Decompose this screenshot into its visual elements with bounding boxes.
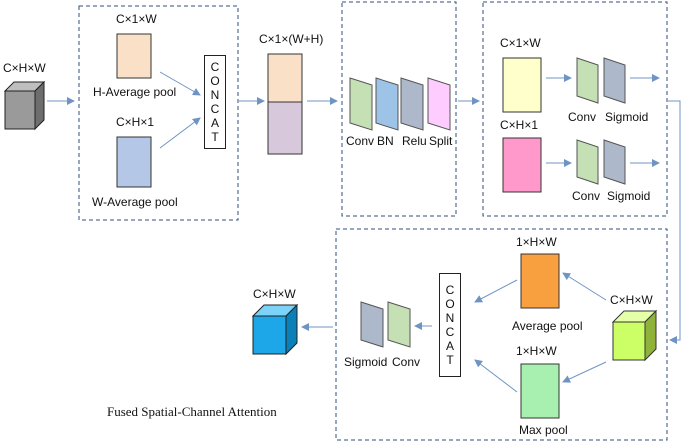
branch-top-sigmoid-shape [603, 57, 626, 104]
branch-top-conv-shape [576, 57, 599, 104]
concat-feature-top [267, 53, 303, 103]
pool-block-border [78, 5, 239, 221]
max-pool-map [520, 363, 560, 419]
h-pool-dim-label: C×1×W [116, 12, 157, 26]
h-average-pool-map [116, 33, 152, 79]
output-dim-label: C×H×W [253, 287, 296, 301]
output-cube [251, 303, 299, 356]
average-pool-label: Average pool [512, 319, 583, 333]
spatial-input-dim-label: C×H×W [610, 293, 653, 307]
spatial-conv-shape [387, 301, 411, 348]
concat-letter: O [445, 297, 455, 311]
concat-letter: N [445, 311, 455, 325]
bn-label: BN [377, 134, 394, 148]
branch-bottom-map [502, 137, 542, 193]
average-pool-map [520, 253, 560, 309]
input-dim-label: C×H×W [3, 61, 46, 75]
conv-block-border [341, 1, 457, 217]
spatial-conv-label: Conv [392, 355, 421, 369]
branch-bottom-conv-label: Conv [572, 189, 601, 203]
branch-bottom-sigmoid-shape [603, 139, 626, 185]
branch-bottom-sigmoid-label: Sigmoid [607, 189, 651, 203]
branch-top-map [502, 57, 542, 113]
concat-box-2: C O N C A T [439, 273, 461, 377]
concat-letter: T [446, 353, 454, 367]
concat-letter: C [445, 325, 455, 339]
w-average-pool-map [116, 136, 152, 188]
concat-box-1: C O N C A T [204, 55, 226, 149]
branch-bottom-dim-label: C×H×1 [500, 118, 539, 132]
figure-caption: Fused Spatial-Channel Attention [107, 404, 277, 419]
relu-label: Relu [402, 134, 427, 148]
flow-arrows [47, 71, 681, 393]
conv-layer-shape [349, 77, 373, 131]
conv-label: Conv [346, 134, 375, 148]
concat-letter: N [210, 88, 220, 102]
split-label: Split [429, 134, 453, 148]
concat-letter: C [210, 102, 220, 116]
max-pool-dim-label: 1×H×W [516, 344, 557, 358]
concat-letter: O [210, 74, 220, 88]
relu-layer-shape [400, 77, 424, 131]
branch-top-dim-label: C×1×W [500, 36, 541, 50]
branch-top-conv-label: Conv [568, 110, 597, 124]
concat-feature-bottom [267, 101, 303, 155]
split-layer-shape [427, 77, 451, 131]
concat-letter: C [210, 60, 220, 74]
spatial-sigmoid-shape [360, 301, 384, 348]
concat-letter: A [445, 339, 454, 353]
concat-letter: T [211, 130, 219, 144]
max-pool-label: Max pool [519, 423, 568, 437]
w-pool-dim-label: C×H×1 [116, 115, 155, 129]
concat-letter: A [210, 116, 219, 130]
branch-bottom-conv-shape [576, 139, 599, 185]
h-average-pool-label: H-Average pool [93, 85, 177, 99]
bn-layer-shape [375, 77, 399, 131]
avg-pool-dim-label: 1×H×W [516, 235, 557, 249]
input-cube [3, 80, 46, 131]
w-average-pool-label: W-Average pool [92, 195, 178, 209]
spatial-input-cube [611, 309, 658, 362]
branch-block-border [482, 1, 668, 217]
concat-letter: C [445, 283, 455, 297]
spatial-block-border [335, 228, 668, 441]
branch-top-sigmoid-label: Sigmoid [605, 110, 649, 124]
concat-feature-dim-label: C×1×(W+H) [259, 32, 324, 46]
spatial-sigmoid-label: Sigmoid [344, 355, 388, 369]
